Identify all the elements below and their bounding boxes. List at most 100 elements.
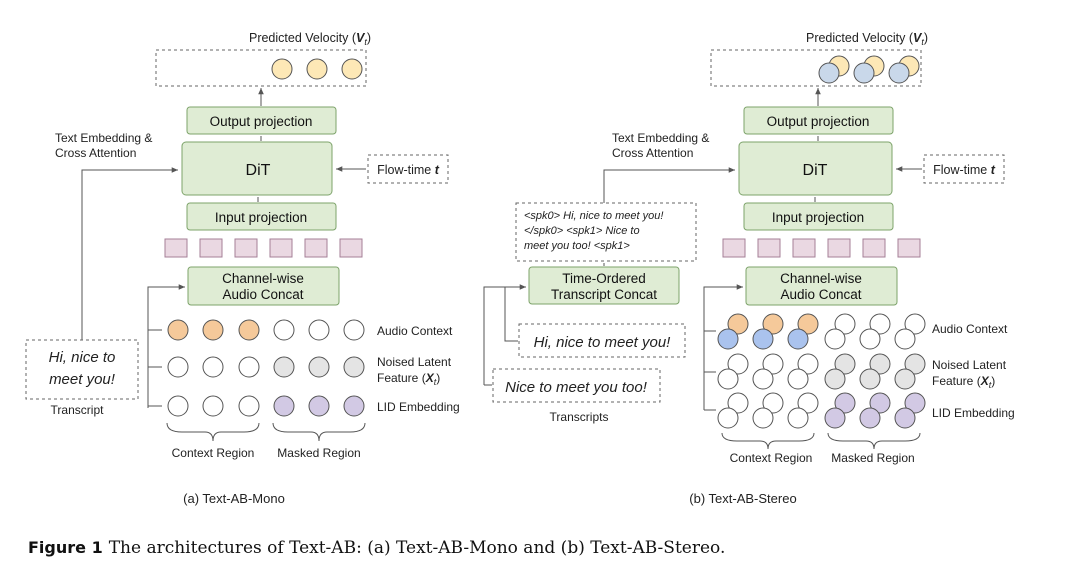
arrow bbox=[703, 284, 743, 410]
predicted-velocity-label: Predicted Velocity (Vt) bbox=[806, 31, 928, 47]
speaker-transcript-line-1: <spk0> Hi, nice to meet you! bbox=[524, 210, 663, 222]
output-projection-box bbox=[186, 106, 337, 135]
context-circle bbox=[752, 328, 774, 350]
lid-circle bbox=[308, 395, 330, 417]
time-ordered-concat-box bbox=[528, 266, 680, 305]
noised-latent-label-2: Feature (Xt) bbox=[377, 371, 440, 387]
noised-latent-label-1: Noised Latent bbox=[377, 355, 452, 369]
latent-token bbox=[339, 238, 363, 258]
context-circle bbox=[762, 313, 784, 335]
empty-circle bbox=[787, 407, 809, 429]
token-row bbox=[164, 238, 363, 258]
empty-circle bbox=[894, 328, 916, 350]
lid-circle bbox=[834, 392, 856, 414]
predicted-velocity-label: Predicted Velocity (Vt) bbox=[249, 31, 371, 47]
empty-circle bbox=[824, 328, 846, 350]
velocity-output-box bbox=[710, 49, 922, 87]
flow-time-box bbox=[367, 154, 449, 184]
lid-circle bbox=[904, 392, 926, 414]
output-projection-label: Output projection bbox=[767, 114, 870, 129]
lid-circle bbox=[343, 395, 365, 417]
noised-latent-label-2: Feature (Xt) bbox=[932, 374, 995, 390]
velocity-token bbox=[888, 62, 910, 84]
audio-context-row bbox=[167, 319, 365, 341]
empty-circle bbox=[167, 395, 189, 417]
input-projection-label: Input projection bbox=[772, 210, 864, 225]
token-row bbox=[722, 238, 921, 258]
empty-circle bbox=[717, 368, 739, 390]
context-circle bbox=[797, 313, 819, 335]
empty-circle bbox=[752, 407, 774, 429]
latent-token bbox=[827, 238, 851, 258]
empty-circle bbox=[238, 356, 260, 378]
velocity-token bbox=[271, 58, 293, 80]
empty-circle bbox=[167, 356, 189, 378]
lid-circle bbox=[859, 407, 881, 429]
arrow bbox=[81, 167, 178, 340]
latent-circle bbox=[834, 353, 856, 375]
dit-box bbox=[738, 141, 893, 196]
flow-time-box bbox=[923, 154, 1005, 184]
empty-circle bbox=[834, 313, 856, 335]
latent-circle bbox=[894, 368, 916, 390]
empty-circle bbox=[308, 319, 330, 341]
velocity-token bbox=[818, 62, 840, 84]
input-projection-box bbox=[186, 202, 337, 231]
noised-latent-row bbox=[167, 356, 365, 378]
empty-circle bbox=[202, 356, 224, 378]
transcript-label: Transcript bbox=[51, 403, 105, 417]
dit-label: DiT bbox=[803, 162, 828, 179]
input-projection-label: Input projection bbox=[215, 210, 307, 225]
velocity-token bbox=[853, 62, 875, 84]
lid-circle bbox=[273, 395, 295, 417]
arrow bbox=[147, 284, 185, 408]
speaker-transcript-box bbox=[515, 202, 697, 262]
speaker-transcript-line-2: </spk0> <spk1> Nice to bbox=[524, 225, 640, 237]
empty-circle bbox=[762, 353, 784, 375]
empty-circle bbox=[869, 313, 891, 335]
text-embedding-label-1: Text Embedding & bbox=[55, 131, 152, 145]
lid-embedding-label: LID Embedding bbox=[932, 406, 1015, 420]
masked-region-label: Masked Region bbox=[277, 446, 360, 460]
velocity-output-box bbox=[155, 49, 367, 87]
latent-token bbox=[234, 238, 258, 258]
latent-token bbox=[757, 238, 781, 258]
audio-context-label: Audio Context bbox=[932, 322, 1008, 336]
flow-time-label: Flow-time t bbox=[933, 163, 996, 177]
latent-circle bbox=[308, 356, 330, 378]
lid-circle bbox=[824, 407, 846, 429]
context-circle bbox=[727, 313, 749, 335]
text-embedding-label-1: Text Embedding & bbox=[612, 131, 709, 145]
dit-label: DiT bbox=[246, 162, 271, 179]
audio-context-label: Audio Context bbox=[377, 324, 453, 338]
empty-circle bbox=[797, 392, 819, 414]
channel-concat-box bbox=[745, 266, 898, 306]
input-projection-box bbox=[743, 202, 894, 231]
velocity-token-pairs bbox=[818, 55, 920, 84]
empty-circle bbox=[343, 319, 365, 341]
subcaption-b: (b) Text-AB-Stereo bbox=[689, 491, 796, 506]
transcript-b-text: Nice to meet you too! bbox=[505, 379, 648, 396]
velocity-token bbox=[341, 58, 363, 80]
latent-token bbox=[792, 238, 816, 258]
panel-b-stereo: Predicted Velocity (Vt) Output projectio… bbox=[483, 31, 1015, 506]
dit-box bbox=[181, 141, 333, 196]
latent-circle bbox=[904, 353, 926, 375]
empty-circle bbox=[787, 368, 809, 390]
latent-token bbox=[269, 238, 293, 258]
panel-a-mono: Predicted Velocity (Vt) Output projectio… bbox=[25, 31, 460, 506]
context-circle bbox=[167, 319, 189, 341]
arrow bbox=[603, 167, 735, 203]
lid-circle bbox=[869, 392, 891, 414]
channel-concat-box bbox=[187, 266, 340, 306]
latent-circle bbox=[273, 356, 295, 378]
latent-circle bbox=[869, 353, 891, 375]
context-circle bbox=[202, 319, 224, 341]
output-projection-label: Output projection bbox=[210, 114, 313, 129]
channel-concat-label-1: Channel-wise bbox=[222, 271, 304, 286]
noised-latent-row bbox=[717, 353, 926, 390]
context-region-label: Context Region bbox=[172, 446, 255, 460]
transcript-box-a bbox=[518, 323, 686, 358]
